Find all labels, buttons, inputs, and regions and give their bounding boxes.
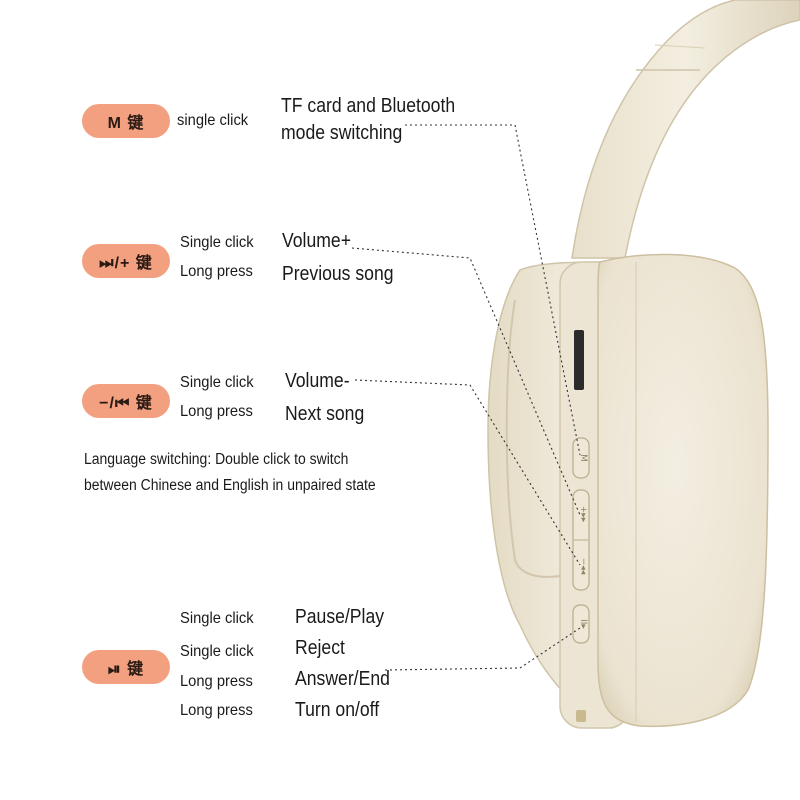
action-label: Long press [180,403,253,420]
function-label: mode switching [281,122,403,144]
function-label: Volume- [285,370,350,392]
m-key-badge: M 键 [82,104,170,138]
m-button[interactable] [572,437,590,479]
action-label: Long press [180,702,253,719]
play-pause-button[interactable] [572,604,590,644]
function-label: Previous song [282,263,394,285]
previous-volume-down-key-badge: −/⏮ 键 [82,384,170,418]
function-label: Reject [295,637,345,659]
function-label: Pause/Play [295,606,385,628]
svg-text:−◂◂: −◂◂ [578,558,588,575]
action-label: single click [177,112,249,129]
tf-card-slot [574,330,584,390]
action-label: Single click [180,643,254,660]
svg-text:+▸▸: +▸▸ [578,506,588,523]
function-label: Turn on/off [295,699,380,721]
svg-text:II▸: II▸ [578,619,588,629]
earcup-buttons: M +▸▸ −◂◂ II▸ [572,437,590,722]
play-pause-key-badge: ⏯ 键 [82,650,170,684]
language-note-line: Language switching: Double click to swit… [84,451,349,468]
action-label: Long press [180,673,253,690]
action-label: Single click [180,610,254,627]
function-label: Next song [285,403,365,425]
language-note-line: between Chinese and English in unpaired … [84,477,376,494]
ear-cushion [597,253,769,728]
action-label: Single click [180,374,254,391]
headband [571,0,800,259]
charging-port [576,710,586,722]
action-label: Long press [180,263,253,280]
next-volume-up-key-badge: ⏭/+ 键 [82,244,170,278]
function-label: TF card and Bluetooth [281,95,456,117]
action-label: Single click [180,234,254,251]
leader-lines [351,124,581,671]
function-label: Answer/End [295,668,390,690]
function-label: Volume+ [282,230,351,252]
svg-text:M: M [578,454,588,462]
